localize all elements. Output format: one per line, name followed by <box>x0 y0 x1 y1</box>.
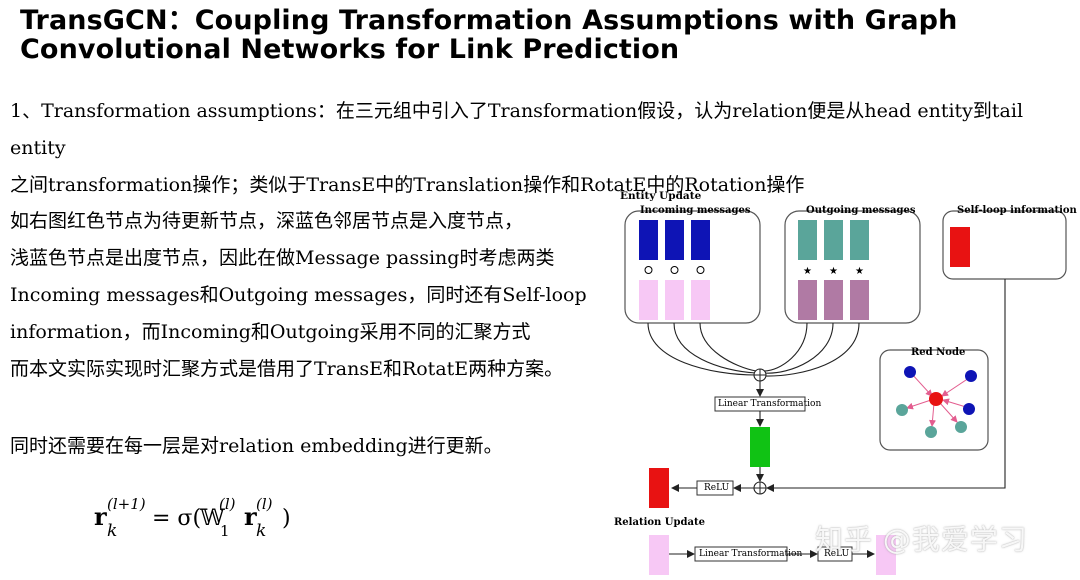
relation-update-label: Relation Update <box>614 517 705 528</box>
description-paragraph: 如右图红色节点为待更新节点，深蓝色邻居节点是入度节点， 浅蓝色节点是出度节点，因… <box>10 203 595 388</box>
compose-circle-icon <box>670 266 679 274</box>
formula-equals-sigma: = σ( <box>152 506 201 531</box>
aggregation-curves <box>647 322 860 377</box>
outgoing-mauve-node <box>824 280 843 320</box>
description-line: 如右图红色节点为待更新节点，深蓝色邻居节点是入度节点， <box>10 210 524 232</box>
incoming-light-node <box>639 280 658 320</box>
intro-line-1: 1、Transformation assumptions：在三元组中引入了Tra… <box>10 100 1024 159</box>
formula-r2: r <box>244 502 257 531</box>
incoming-light-node <box>665 280 684 320</box>
formula-sub-k: k <box>107 521 117 541</box>
incoming-neighbor-node <box>904 366 916 378</box>
compose-star-icon: ★ <box>803 266 812 277</box>
diagram-graphic: ★ ★ ★ <box>624 210 1067 575</box>
entity-update-label: Entity Update <box>620 190 702 202</box>
relation-output-node <box>876 535 896 575</box>
page-title: TransGCN：Coupling Transformation Assumpt… <box>20 6 1060 64</box>
outgoing-teal-node <box>798 220 817 260</box>
formula-sup-l1: (l+1) <box>107 495 146 513</box>
description-line: 而本文实际实现时汇聚方式是借用了TransE和RotatE两种方案。 <box>10 358 564 380</box>
self-loop-node <box>950 227 970 267</box>
incoming-dark-node <box>665 220 684 260</box>
incoming-dark-node <box>691 220 710 260</box>
outgoing-teal-node <box>850 220 869 260</box>
relation-linear-transformation-label: Linear Transformation <box>699 549 803 559</box>
formula-w-sup: (l) <box>219 495 236 513</box>
description-line: 浅蓝色节点是出度节点，因此在做Message passing时考虑两类 <box>10 247 555 269</box>
red-node-box <box>879 349 989 451</box>
intro-line-2: 之间transformation操作；类似于TransE中的Translatio… <box>10 174 805 196</box>
formula-close: ) <box>282 506 291 531</box>
target-red-node <box>929 392 943 406</box>
title-line-2: Convolutional Networks for Link Predicti… <box>20 34 680 65</box>
relu-label: ReLU <box>704 483 730 493</box>
self-loop-label: Self-loop information <box>957 205 1077 216</box>
compose-star-icon: ★ <box>855 266 864 277</box>
formula-r: r <box>94 502 107 531</box>
updated-entity-node <box>649 468 669 508</box>
red-node-graph <box>896 366 977 438</box>
incoming-messages-box <box>624 210 761 324</box>
outgoing-neighbor-node <box>955 421 967 433</box>
incoming-dark-node <box>639 220 658 260</box>
incoming-light-node <box>691 280 710 320</box>
formula-r2-sub: k <box>256 521 266 541</box>
outgoing-messages-label: Outgoing messages <box>806 205 916 216</box>
relation-update-formula: r (l+1) k = σ( 𝕎 (l) 1 r (l) k ) <box>92 492 302 552</box>
incoming-neighbor-node <box>963 403 975 415</box>
formula-w: 𝕎 <box>199 506 225 531</box>
description-line: Incoming messages和Outgoing messages，同时还有… <box>10 284 587 306</box>
red-node-label: Red Node <box>911 347 966 358</box>
title-line-1: TransGCN：Coupling Transformation Assumpt… <box>20 5 958 36</box>
transformed-node <box>750 427 770 467</box>
outgoing-neighbor-node <box>925 426 937 438</box>
watermark: 知乎 @我爱学习 <box>815 523 1028 556</box>
formula-r2-sup: (l) <box>256 495 273 513</box>
compose-circle-icon <box>644 266 653 274</box>
compose-star-icon: ★ <box>829 266 838 277</box>
description-line: information，而Incoming和Outgoing采用不同的汇聚方式 <box>10 321 531 343</box>
incoming-neighbor-node <box>965 370 977 382</box>
outgoing-messages-box <box>784 210 921 324</box>
incoming-messages-label: Incoming messages <box>640 205 751 216</box>
intro-paragraph: 1、Transformation assumptions：在三元组中引入了Tra… <box>10 93 1075 204</box>
relation-input-node <box>649 535 669 575</box>
aggregate-plus-icon <box>753 368 767 382</box>
formula-w-sub: 1 <box>220 522 230 540</box>
outgoing-neighbor-node <box>896 404 908 416</box>
linear-transformation-label: Linear Transformation <box>718 399 822 409</box>
outgoing-teal-node <box>824 220 843 260</box>
aggregate-plus-icon <box>753 481 767 495</box>
compose-circle-icon <box>696 266 705 274</box>
relation-update-text: 同时还需要在每一层是对relation embedding进行更新。 <box>10 435 503 457</box>
outgoing-mauve-node <box>798 280 817 320</box>
relation-relu-label: ReLU <box>824 549 850 559</box>
transgcn-diagram: ★ ★ ★ <box>600 185 1078 580</box>
outgoing-mauve-node <box>850 280 869 320</box>
